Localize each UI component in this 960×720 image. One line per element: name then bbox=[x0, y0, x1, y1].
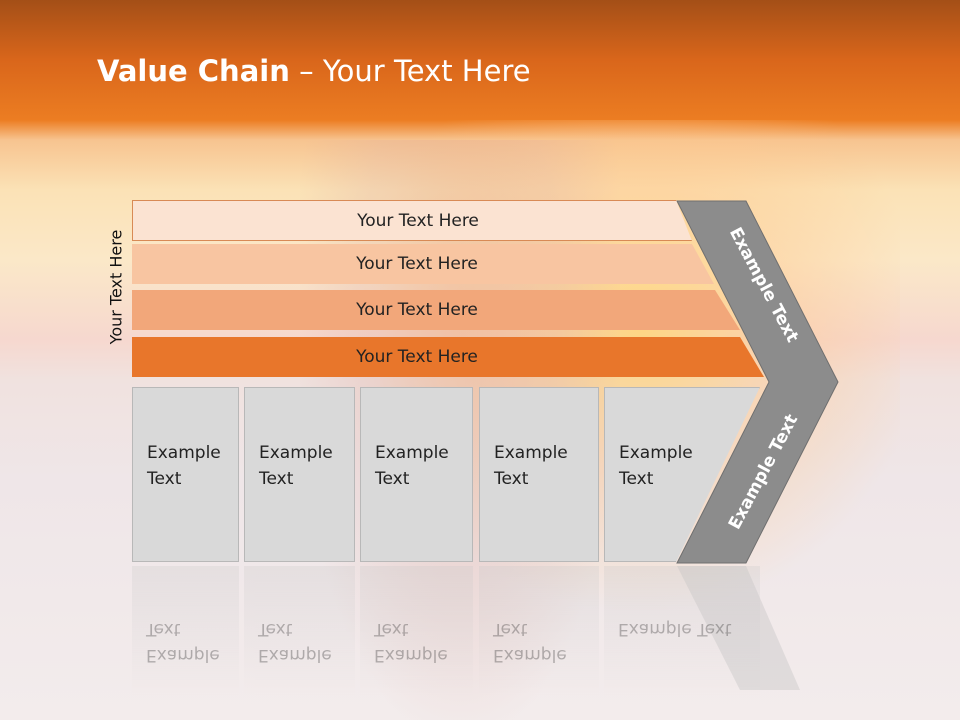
bar-1: Your Text Here bbox=[132, 200, 692, 241]
box-1: Example Text bbox=[132, 387, 239, 562]
box-3: Example Text bbox=[360, 387, 473, 562]
box-2-reflection: Example Text bbox=[244, 566, 355, 696]
box-2: Example Text bbox=[244, 387, 355, 562]
box-5-reflection: Example Text bbox=[604, 566, 760, 696]
bar-2-label: Your Text Here bbox=[356, 254, 478, 274]
box-4: Example Text bbox=[479, 387, 599, 562]
box-1-reflection-label: Example Text bbox=[146, 619, 220, 665]
box-1-label: Example Text bbox=[147, 443, 221, 489]
box-5-label: Example Text bbox=[619, 443, 693, 489]
title-rest: Your Text Here bbox=[322, 54, 531, 88]
box-2-reflection-label: Example Text bbox=[258, 619, 332, 665]
box-2-label: Example Text bbox=[259, 443, 333, 489]
box-3-label: Example Text bbox=[375, 443, 449, 489]
bar-4: Your Text Here bbox=[132, 337, 764, 377]
box-3-reflection-label: Example Text bbox=[374, 619, 448, 665]
box-4-reflection-label: Example Text bbox=[493, 619, 567, 665]
slide-title: Value Chain – Your Text Here bbox=[97, 54, 531, 88]
bar-2: Your Text Here bbox=[132, 244, 714, 284]
box-4-reflection: Example Text bbox=[479, 566, 599, 696]
box-1-reflection: Example Text bbox=[132, 566, 239, 696]
box-3-reflection: Example Text bbox=[360, 566, 473, 696]
bar-1-label: Your Text Here bbox=[357, 210, 479, 231]
box-4-label: Example Text bbox=[494, 443, 568, 489]
chevron-arrow-shape bbox=[676, 200, 839, 564]
box-5-reflection-label: Example Text bbox=[618, 619, 732, 639]
title-bold: Value Chain bbox=[97, 54, 290, 88]
title-separator: – bbox=[289, 54, 323, 88]
bar-4-label: Your Text Here bbox=[356, 347, 478, 367]
bar-3: Your Text Here bbox=[132, 290, 740, 330]
bar-3-label: Your Text Here bbox=[356, 300, 478, 320]
chevron-reflection bbox=[677, 566, 800, 690]
